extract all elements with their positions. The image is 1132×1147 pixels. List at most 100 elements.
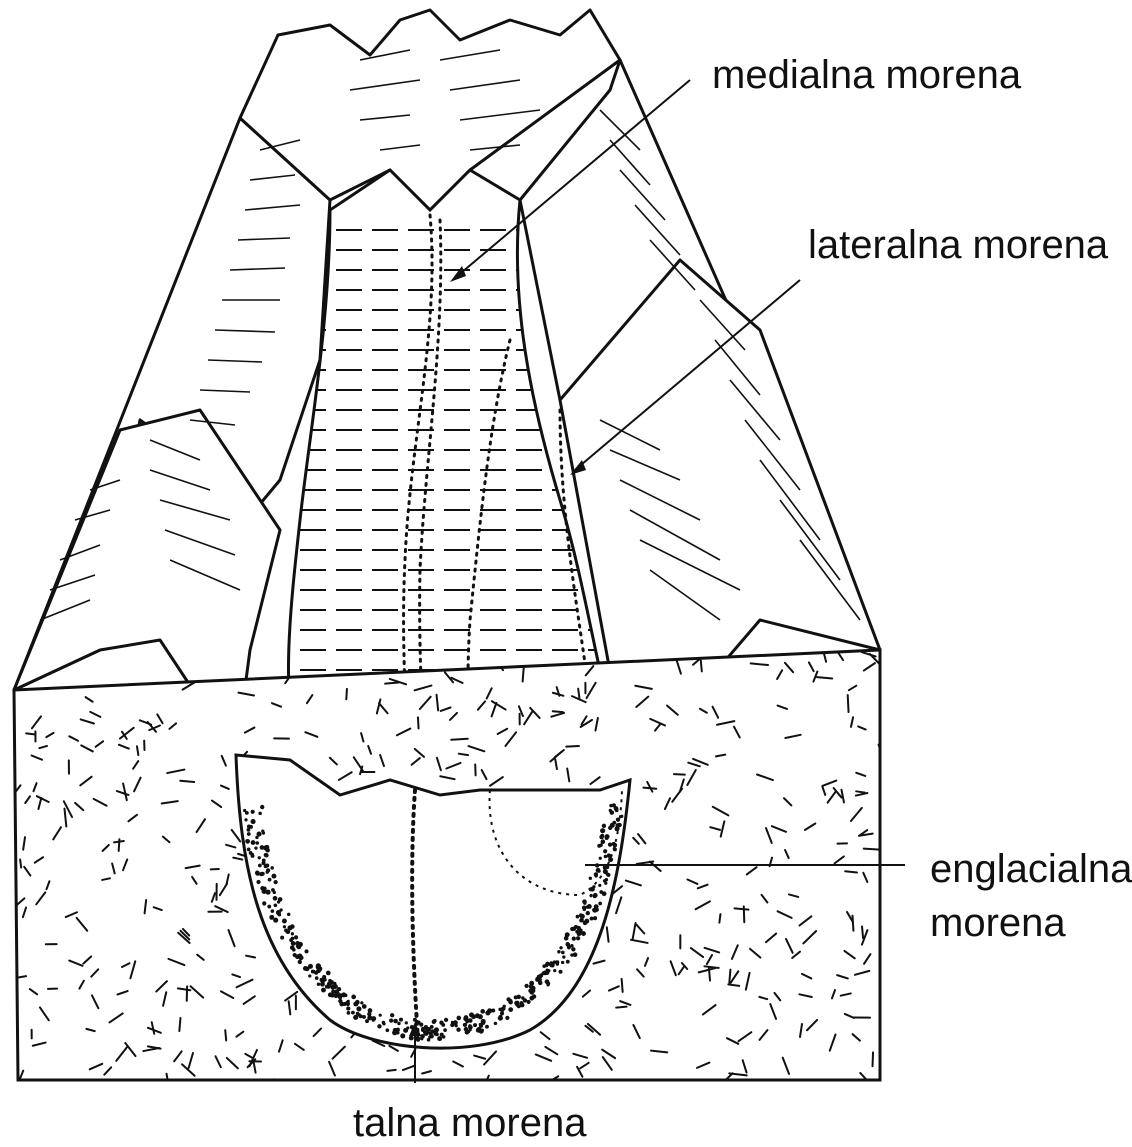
rock-texture-tick (451, 739, 468, 740)
sediment-dot (562, 955, 565, 958)
sediment-dot (442, 1035, 446, 1039)
sediment-dot (589, 877, 592, 880)
sediment-dot (428, 1035, 431, 1038)
rock-texture-tick (154, 672, 171, 675)
sediment-dot (561, 961, 564, 964)
sediment-dot (598, 902, 602, 906)
sediment-dot (282, 919, 287, 924)
sediment-dot (341, 992, 346, 997)
sediment-dot (251, 840, 256, 845)
sediment-dot (523, 998, 527, 1002)
sediment-dot (273, 896, 278, 901)
sediment-dot (260, 805, 264, 809)
sediment-dot (550, 961, 553, 964)
sediment-dot (406, 1026, 409, 1029)
rock-texture-tick (701, 661, 702, 672)
sediment-dot (508, 1007, 513, 1012)
sediment-dot (615, 809, 619, 813)
sediment-dot (397, 1022, 400, 1025)
sediment-dot (612, 842, 616, 846)
sediment-dot (601, 839, 606, 844)
sediment-dot (356, 1006, 361, 1011)
sediment-dot (284, 928, 288, 932)
rock-texture-tick (622, 979, 623, 992)
sediment-dot (566, 942, 569, 945)
sediment-dot (542, 964, 546, 968)
sediment-dot (600, 828, 605, 833)
sediment-dot (326, 971, 331, 976)
sediment-dot (298, 960, 302, 964)
sediment-dot (327, 982, 332, 987)
sediment-dot (576, 915, 580, 919)
sediment-dot (305, 949, 309, 953)
rock-texture-tick (387, 1070, 395, 1071)
sediment-dot (469, 1012, 474, 1017)
medial-moraine-label: medialna morena (712, 53, 1022, 97)
sediment-dot (608, 857, 613, 862)
rock-texture-tick (852, 916, 853, 931)
sediment-dot (514, 995, 518, 999)
sediment-dot (612, 821, 616, 825)
sediment-dot (608, 826, 612, 830)
sediment-dot (455, 1024, 458, 1027)
sediment-dot (604, 855, 607, 858)
rock-texture-tick (817, 677, 832, 678)
sediment-dot (439, 1021, 443, 1025)
sediment-dot (456, 1016, 461, 1021)
sediment-dot (480, 1028, 484, 1032)
sediment-dot (609, 809, 612, 812)
rock-texture-tick (119, 839, 120, 851)
sediment-dot (615, 826, 620, 831)
sediment-dot (308, 964, 313, 969)
sediment-dot (379, 1014, 382, 1017)
sediment-dot (400, 1033, 405, 1038)
sediment-dot (256, 871, 260, 875)
rock-texture-tick (179, 1018, 180, 1031)
sediment-dot (500, 1007, 505, 1012)
englacial-moraine-label-line2: morena (930, 901, 1066, 945)
sediment-dot (409, 1035, 414, 1040)
sediment-dot (265, 863, 269, 867)
rock-texture-tick (864, 849, 881, 850)
sediment-dot (254, 846, 257, 849)
rock-texture-tick (616, 1007, 626, 1008)
sediment-dot (478, 1014, 483, 1019)
sediment-dot (602, 824, 606, 828)
sediment-dot (541, 971, 545, 975)
sediment-dot (487, 1008, 492, 1013)
sediment-dot (362, 1015, 366, 1019)
sediment-dot (420, 1037, 424, 1041)
sediment-dot (315, 976, 319, 980)
rock-texture-tick (123, 655, 135, 667)
sediment-dot (572, 936, 576, 940)
sediment-dot (271, 874, 276, 879)
sediment-dot (294, 935, 298, 939)
sediment-dot (529, 984, 533, 988)
sediment-dot (405, 1021, 408, 1024)
sediment-dot (268, 878, 272, 882)
sediment-dot (573, 952, 578, 957)
sediment-dot (598, 884, 601, 887)
sediment-dot (603, 849, 607, 853)
sediment-dot (465, 1020, 468, 1023)
sediment-dot (605, 878, 608, 881)
sediment-dot (318, 965, 321, 968)
sediment-dot (596, 868, 601, 873)
sediment-dot (505, 1016, 509, 1020)
rock-texture-tick (180, 781, 194, 782)
rock-texture-tick (578, 689, 579, 699)
sediment-dot (593, 916, 597, 920)
sediment-dot (291, 932, 294, 935)
sediment-dot (423, 1031, 427, 1035)
sediment-dot (450, 1023, 454, 1027)
sediment-dot (494, 1022, 497, 1025)
sediment-dot (260, 845, 265, 850)
sediment-dot (280, 936, 284, 940)
sediment-dot (605, 834, 610, 839)
sediment-dot (594, 872, 598, 876)
sediment-dot (599, 890, 603, 894)
sediment-dot (298, 942, 303, 947)
sediment-dot (317, 983, 320, 986)
sediment-dot (311, 970, 315, 974)
sediment-dot (590, 917, 594, 921)
